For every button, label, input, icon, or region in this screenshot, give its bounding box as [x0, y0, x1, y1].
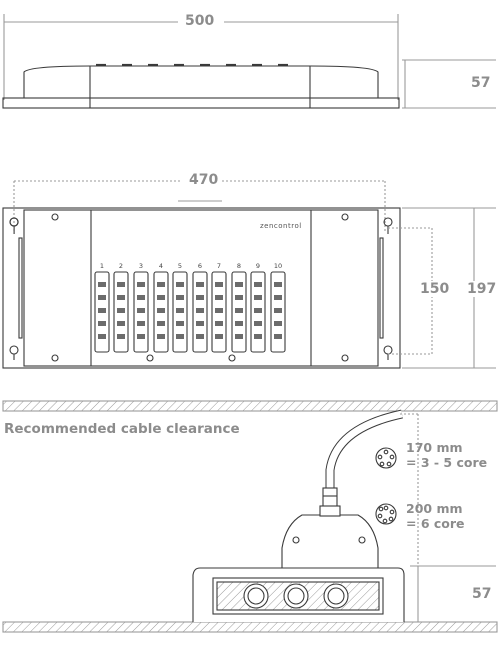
terminal-number: 10	[273, 262, 283, 270]
clearance-option-1-core: = 3 - 5 core	[406, 455, 488, 470]
terminal-number: 1	[99, 262, 105, 270]
terminal-number: 9	[255, 262, 261, 270]
terminal-number: 4	[158, 262, 164, 270]
terminal-number: 8	[236, 262, 242, 270]
side-height-label: 57	[467, 75, 495, 91]
terminal-number: 3	[138, 262, 144, 270]
clearance-option-2-distance: 200 mm	[406, 501, 463, 516]
terminal-number: 5	[177, 262, 183, 270]
side-view	[2, 14, 496, 109]
clearance-option-2-core: = 6 core	[406, 516, 465, 531]
clearance-title: Recommended cable clearance	[4, 421, 240, 437]
terminal-number: 7	[216, 262, 222, 270]
total-height-label: 197	[463, 281, 500, 297]
mount-width-label: 470	[185, 172, 223, 188]
overall-width-label: 500	[181, 13, 219, 29]
brand-logo: zencontrol	[260, 222, 302, 230]
inner-height-label: 150	[416, 281, 454, 297]
terminal-number: 2	[118, 262, 124, 270]
clearance-height-label: 57	[468, 586, 496, 602]
clearance-view	[2, 400, 498, 633]
terminal-number: 6	[197, 262, 203, 270]
clearance-option-1-distance: 170 mm	[406, 440, 463, 455]
top-view	[2, 180, 496, 369]
